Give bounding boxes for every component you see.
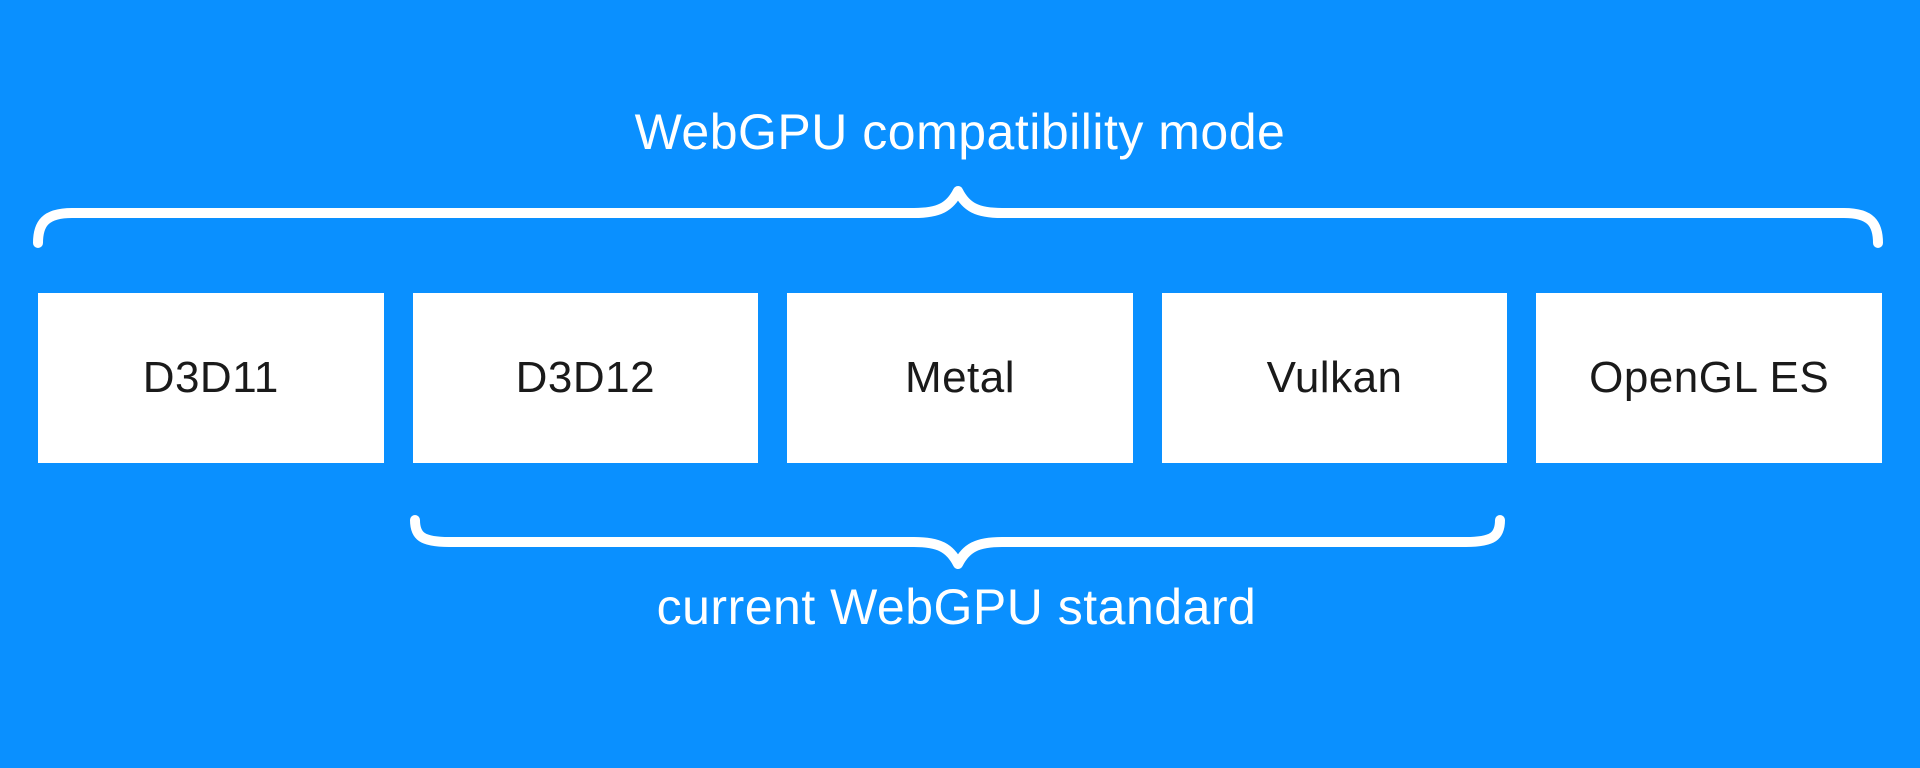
box-opengl-es-label: OpenGL ES — [1589, 353, 1830, 402]
box-d3d12-label: D3D12 — [515, 353, 656, 402]
box-d3d11: D3D11 — [38, 293, 384, 463]
box-d3d12: D3D12 — [412, 293, 759, 463]
box-vulkan: Vulkan — [1161, 293, 1508, 463]
bottom-brace-icon — [410, 515, 1505, 569]
bottom-brace-label: current WebGPU standard — [656, 579, 1257, 635]
box-metal: Metal — [787, 293, 1133, 463]
top-brace-icon — [33, 186, 1883, 248]
backend-box-row: D3D11 D3D12 Metal Vulkan OpenGL ES — [38, 293, 1882, 463]
box-d3d11-label: D3D11 — [142, 353, 279, 402]
box-vulkan-label: Vulkan — [1266, 353, 1403, 402]
box-opengl-es: OpenGL ES — [1536, 293, 1882, 463]
top-brace-label: WebGPU compatibility mode — [634, 104, 1286, 160]
box-metal-label: Metal — [904, 353, 1016, 402]
